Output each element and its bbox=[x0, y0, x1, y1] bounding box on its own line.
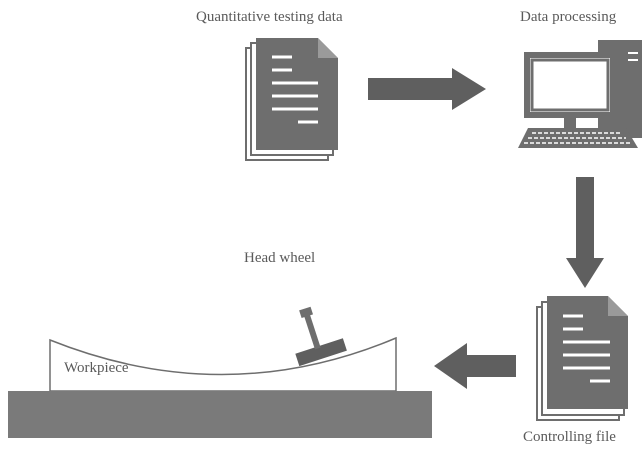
quantitative-testing-data-label: Quantitative testing data bbox=[196, 9, 343, 25]
arrow-left-icon bbox=[434, 343, 516, 389]
workpiece bbox=[8, 336, 432, 438]
workpiece-label: Workpiece bbox=[64, 360, 129, 376]
machine-base bbox=[8, 391, 432, 438]
controlling-file-label: Controlling file bbox=[523, 429, 616, 445]
data-processing-label: Data processing bbox=[520, 9, 617, 25]
document-icon bbox=[245, 38, 338, 161]
computer-icon bbox=[518, 40, 642, 148]
arrow-down-icon bbox=[566, 177, 604, 288]
head-wheel-icon bbox=[295, 306, 347, 367]
arrow-right-icon bbox=[368, 68, 486, 110]
document-icon bbox=[536, 296, 628, 421]
head-wheel-label: Head wheel bbox=[244, 250, 316, 266]
